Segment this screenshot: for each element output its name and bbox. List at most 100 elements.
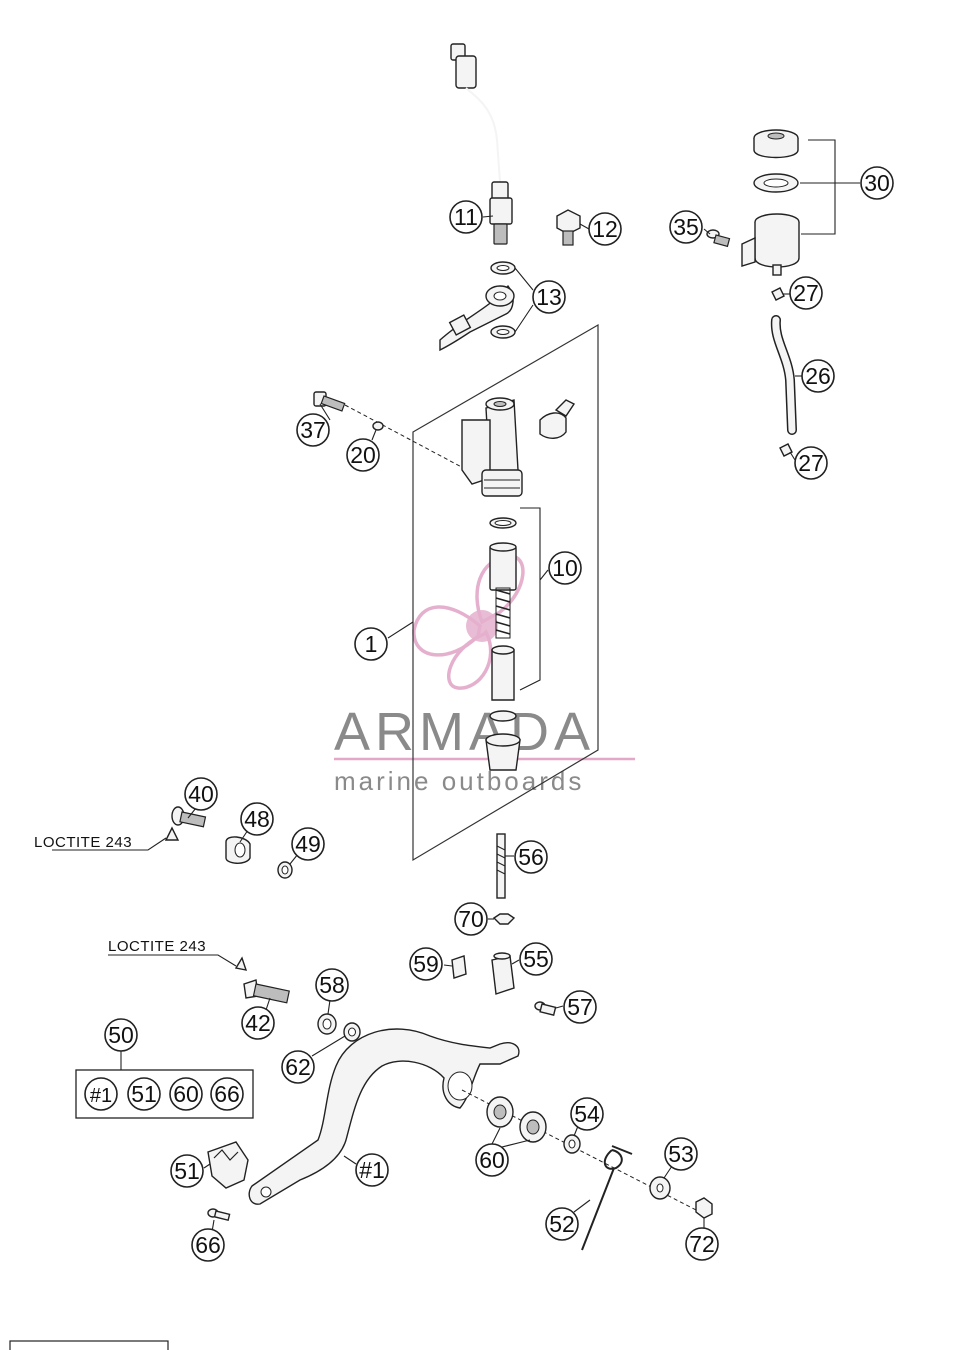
callout-label: 20 (350, 442, 376, 468)
callout-label: 11 (454, 204, 478, 230)
callout-circle (475, 1143, 509, 1177)
callout-10[interactable]: 10 (548, 551, 582, 585)
callout-circle (191, 1228, 225, 1262)
loctite-note-lower: LOCTITE 243 (108, 938, 206, 955)
callout-40[interactable]: 40 (184, 777, 218, 811)
callout-label: 54 (574, 1101, 600, 1127)
callout-label: 66 (195, 1232, 221, 1258)
callout-label: 58 (319, 972, 345, 998)
callout-55[interactable]: 55 (519, 942, 553, 976)
callout-circle (281, 1050, 315, 1084)
callout-11[interactable]: 11 (449, 200, 483, 234)
piston-kit-drawing (485, 517, 521, 771)
callout-layer: 11 12 13 30 35 27 26 27 37 20 10 1 40 48 49 56 70 59 55 57 5… (104, 166, 894, 1262)
callout-57[interactable]: 57 (563, 990, 597, 1024)
callout-58[interactable]: 58 (315, 968, 349, 1002)
callout-label: 59 (413, 951, 439, 977)
svg-text:51: 51 (131, 1081, 157, 1107)
callout-label: 30 (864, 170, 890, 196)
callout-50[interactable]: 50 (104, 1018, 138, 1052)
assembly-frame (412, 323, 599, 862)
callout-circle (296, 413, 330, 447)
kit-box-contents: #1 51 60 66 (84, 1077, 244, 1111)
watermark-brand: ARMADA (334, 702, 595, 762)
callout-1[interactable]: 1 (354, 627, 388, 661)
spring-icon (495, 587, 511, 639)
brake-light-switch-drawing (450, 43, 513, 245)
hose-drawing (770, 287, 797, 457)
banjo-bolt-drawing (556, 209, 581, 246)
callout-label: 48 (244, 806, 270, 832)
callout-35[interactable]: 35 (669, 210, 703, 244)
callout-53[interactable]: 53 (664, 1137, 698, 1171)
watermark-tagline: marine outboards (334, 766, 584, 796)
callout-27a[interactable]: 27 (789, 276, 823, 310)
callout-label: 70 (458, 906, 484, 932)
loctite-note-upper: LOCTITE 243 (34, 834, 132, 851)
callout-label: 51 (174, 1158, 200, 1184)
callout-label: 13 (536, 284, 562, 310)
callout-label: 49 (295, 831, 321, 857)
banjo-fitting-drawing (439, 261, 516, 352)
pedal-tip-drawing (207, 1141, 249, 1222)
callout-20[interactable]: 20 (346, 438, 380, 472)
callout-circle (801, 359, 835, 393)
callout-label: 27 (798, 450, 824, 476)
callout-51[interactable]: 51 (170, 1154, 204, 1188)
callout-label: 62 (285, 1054, 311, 1080)
callout-label: 40 (188, 781, 214, 807)
callout-circle (532, 280, 566, 314)
callout-circle (860, 166, 894, 200)
callout-label: 56 (518, 844, 544, 870)
kit-item[interactable]: #1 (84, 1077, 118, 1111)
callout-30[interactable]: 30 (860, 166, 894, 200)
callout-label: 53 (668, 1141, 694, 1167)
kit-item[interactable]: 66 (210, 1077, 244, 1111)
callout-56[interactable]: 56 (514, 840, 548, 874)
callout-49[interactable]: 49 (291, 827, 325, 861)
callout-circle (548, 551, 582, 585)
callout-48[interactable]: 48 (240, 802, 274, 836)
callout-42[interactable]: 42 (241, 1006, 275, 1040)
callout-label: 60 (479, 1147, 505, 1173)
brake-pedal-drawing (248, 1028, 520, 1205)
callout-label: 37 (300, 417, 326, 443)
callout-circle (241, 1006, 275, 1040)
callout-72[interactable]: 72 (685, 1227, 719, 1261)
callout-12[interactable]: 12 (588, 212, 622, 246)
callout-27b[interactable]: 27 (794, 446, 828, 480)
callout-62[interactable]: 62 (281, 1050, 315, 1084)
callout-66[interactable]: 66 (191, 1228, 225, 1262)
callout-circle (545, 1207, 579, 1241)
callout-52[interactable]: 52 (545, 1207, 579, 1241)
callout-label: 12 (592, 216, 618, 242)
callout-label: 1 (365, 631, 378, 657)
callout-circle (570, 1097, 604, 1131)
footer-label-box (9, 1340, 169, 1350)
callout-13[interactable]: 13 (532, 280, 566, 314)
callout-59[interactable]: 59 (409, 947, 443, 981)
callout-54[interactable]: 54 (570, 1097, 604, 1131)
svg-text:60: 60 (173, 1081, 199, 1107)
callout-label: 72 (689, 1231, 715, 1257)
callout-label: 50 (108, 1022, 134, 1048)
callout-circle (789, 276, 823, 310)
callout-37[interactable]: 37 (296, 413, 330, 447)
callout-60[interactable]: 60 (475, 1143, 509, 1177)
kit-item[interactable]: 51 (127, 1077, 161, 1111)
callout-circle (794, 446, 828, 480)
push-rod-drawing (451, 833, 557, 1016)
callout-circle (170, 1154, 204, 1188)
reservoir-drawing (741, 129, 800, 276)
callout-1p[interactable]: #1 (355, 1153, 389, 1187)
callout-circle (291, 827, 325, 861)
callout-26[interactable]: 26 (801, 359, 835, 393)
callout-circle (514, 840, 548, 874)
callout-label: 55 (523, 946, 549, 972)
callout-70[interactable]: 70 (454, 902, 488, 936)
watermark: ARMADA marine outboards (334, 554, 635, 796)
callout-circle (354, 627, 388, 661)
callout-label: #1 (359, 1157, 385, 1183)
kit-item[interactable]: 60 (169, 1077, 203, 1111)
callout-label: 35 (673, 214, 699, 240)
